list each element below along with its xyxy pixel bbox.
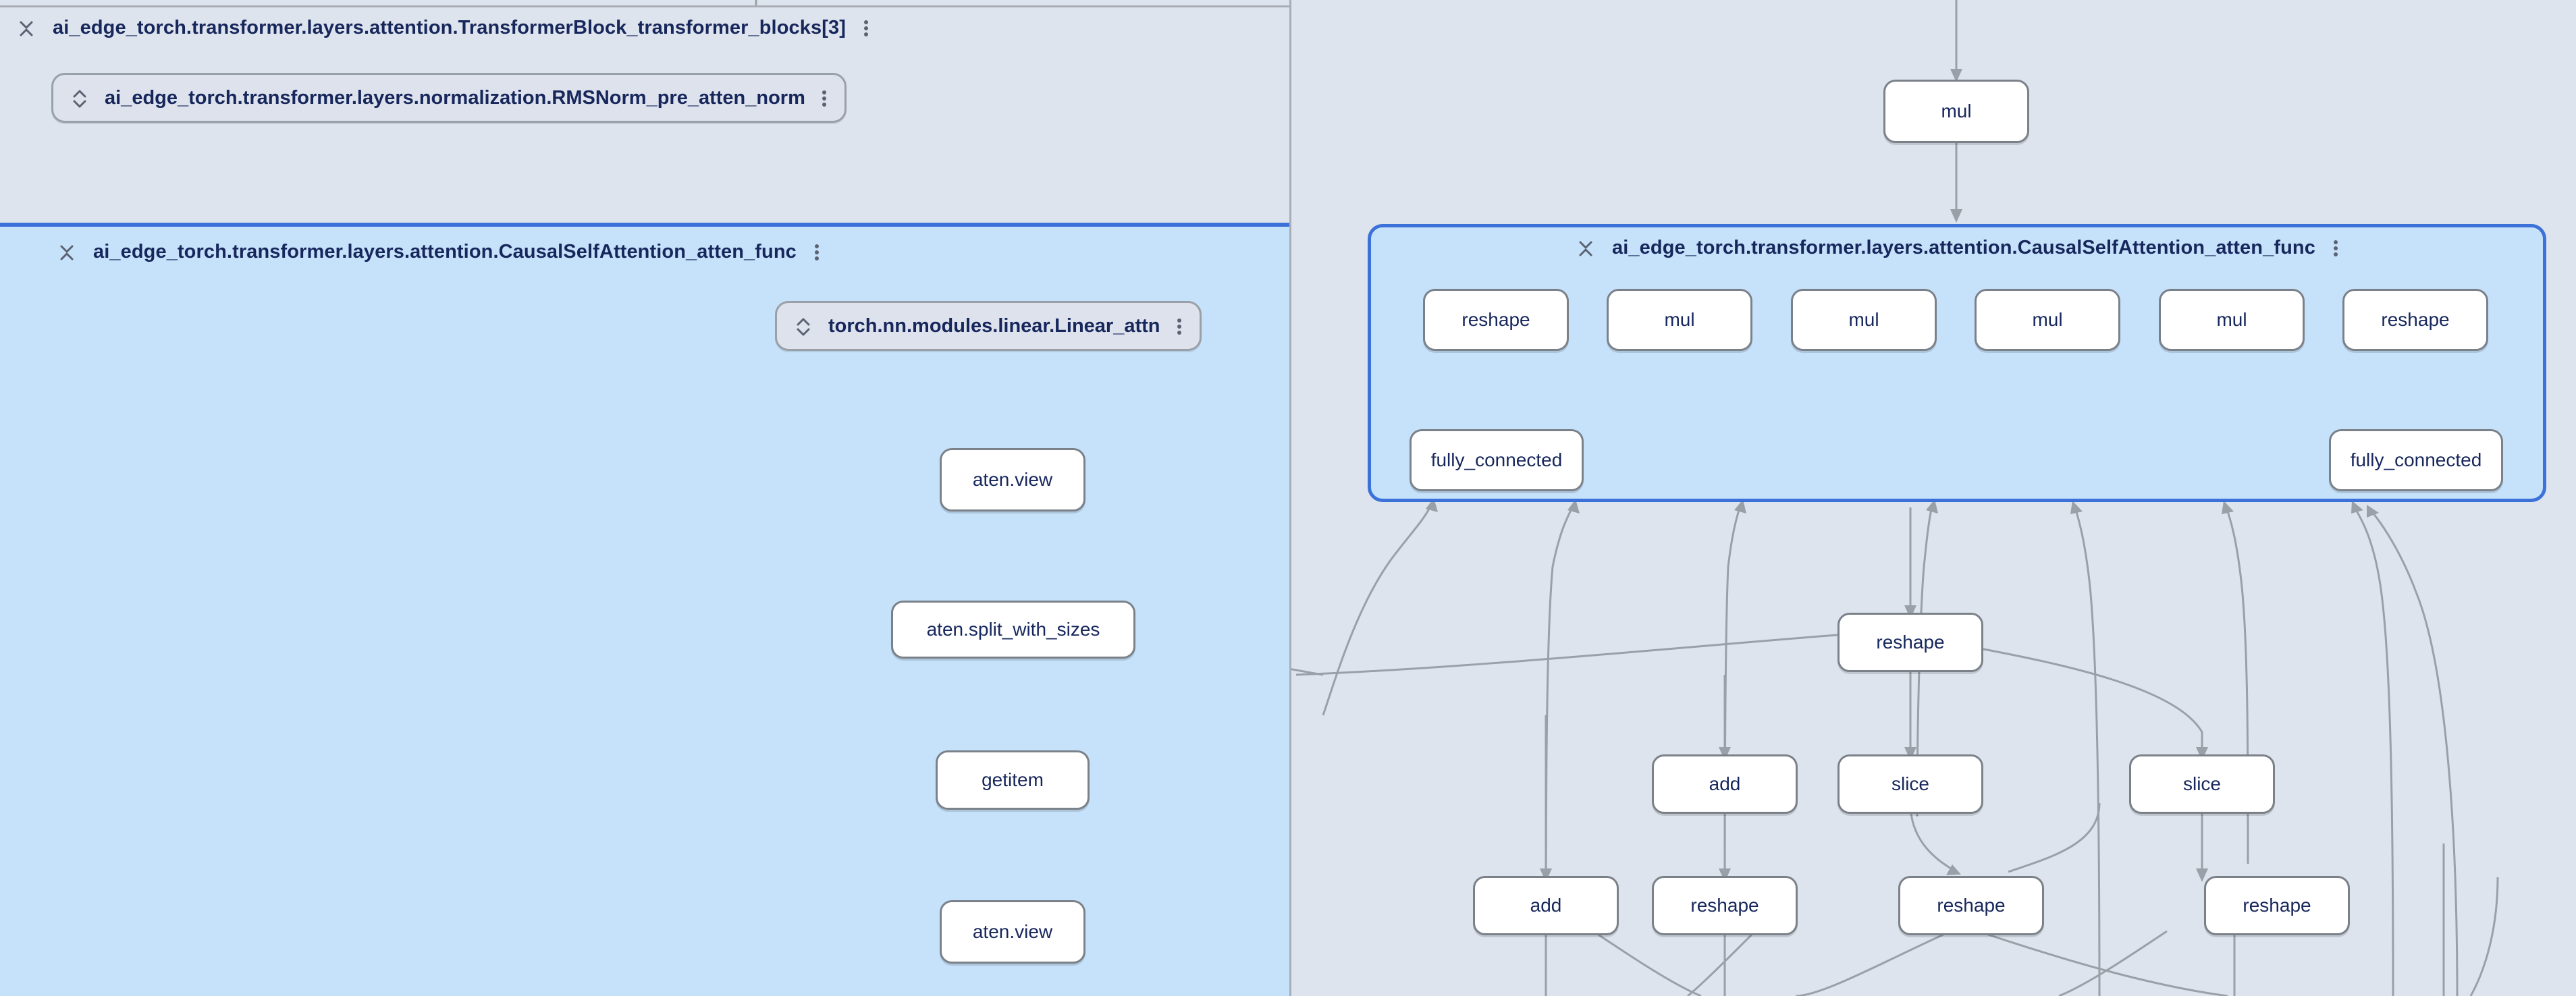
group-title: ai_edge_torch.transformer.layers.attenti…: [93, 240, 797, 262]
more-options-icon[interactable]: [863, 16, 869, 39]
node-reshape[interactable]: reshape: [2204, 876, 2350, 935]
node-reshape[interactable]: reshape: [1837, 613, 1983, 672]
more-options-icon[interactable]: [814, 240, 820, 263]
more-options-icon[interactable]: [1177, 314, 1182, 337]
pane-divider: [1289, 0, 1291, 996]
module-pill-title: torch.nn.modules.linear.Linear_attn: [828, 314, 1160, 337]
node-slice[interactable]: slice: [2129, 754, 2275, 814]
node-aten-split-with-sizes[interactable]: aten.split_with_sizes: [891, 601, 1135, 659]
module-pill-title: ai_edge_torch.transformer.layers.normali…: [105, 86, 805, 109]
node-add[interactable]: add: [1473, 876, 1619, 935]
node-fully-connected[interactable]: fully_connected: [2329, 429, 2503, 491]
collapse-chevrons-icon[interactable]: [1577, 236, 1594, 259]
node-mul[interactable]: mul: [1607, 289, 1752, 351]
node-add[interactable]: add: [1652, 754, 1798, 814]
node-aten-view[interactable]: aten.view: [940, 900, 1085, 964]
group-header-transformer-block[interactable]: ai_edge_torch.transformer.layers.attenti…: [18, 16, 869, 39]
group-header-causal-self-attention-left[interactable]: ai_edge_torch.transformer.layers.attenti…: [58, 240, 820, 263]
group-header-causal-self-attention-right[interactable]: ai_edge_torch.transformer.layers.attenti…: [1577, 236, 2338, 259]
node-fully-connected[interactable]: fully_connected: [1410, 429, 1584, 491]
module-pill-rmsnorm[interactable]: ai_edge_torch.transformer.layers.normali…: [51, 73, 847, 123]
collapse-chevrons-icon[interactable]: [58, 240, 76, 263]
node-mul[interactable]: mul: [1883, 80, 2029, 143]
node-reshape[interactable]: reshape: [1652, 876, 1798, 935]
node-reshape[interactable]: reshape: [1898, 876, 2044, 935]
group-title: ai_edge_torch.transformer.layers.attenti…: [53, 16, 846, 38]
node-mul[interactable]: mul: [1975, 289, 2120, 351]
node-mul[interactable]: mul: [1791, 289, 1937, 351]
node-slice[interactable]: slice: [1837, 754, 1983, 814]
collapse-chevrons-icon[interactable]: [18, 16, 35, 39]
expand-chevrons-icon[interactable]: [71, 86, 88, 109]
node-aten-view[interactable]: aten.view: [940, 448, 1085, 511]
node-mul[interactable]: mul: [2159, 289, 2305, 351]
node-reshape[interactable]: reshape: [2342, 289, 2488, 351]
node-getitem[interactable]: getitem: [936, 750, 1090, 810]
node-reshape[interactable]: reshape: [1423, 289, 1569, 351]
expand-chevrons-icon[interactable]: [795, 314, 812, 337]
group-title: ai_edge_torch.transformer.layers.attenti…: [1612, 236, 2315, 258]
more-options-icon[interactable]: [822, 86, 827, 109]
more-options-icon[interactable]: [2333, 236, 2338, 259]
module-pill-linear-attn[interactable]: torch.nn.modules.linear.Linear_attn: [775, 301, 1202, 351]
